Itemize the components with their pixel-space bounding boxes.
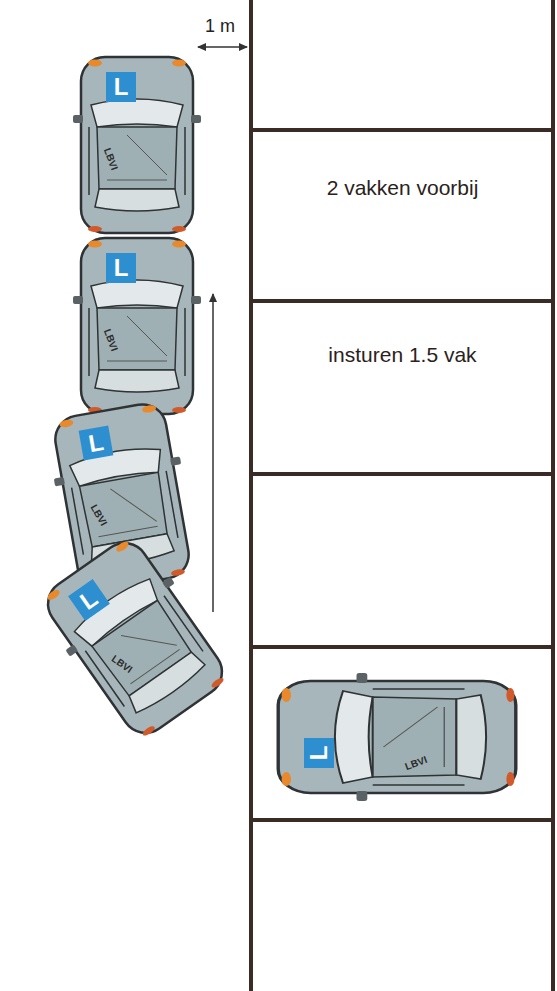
dimension-label: 1 m bbox=[205, 16, 235, 37]
learner-sign: L bbox=[106, 253, 136, 283]
learner-sign: L bbox=[304, 738, 334, 768]
parking-bay: 2 vakken voorbij bbox=[254, 132, 551, 299]
bay-instruction: insturen 1.5 vak bbox=[328, 343, 476, 472]
learner-sign: L bbox=[106, 72, 136, 102]
parking-bay: insturen 1.5 vak bbox=[254, 303, 551, 472]
learner-sign: L bbox=[79, 425, 114, 460]
bay-instruction: 2 vakken voorbij bbox=[327, 176, 479, 299]
